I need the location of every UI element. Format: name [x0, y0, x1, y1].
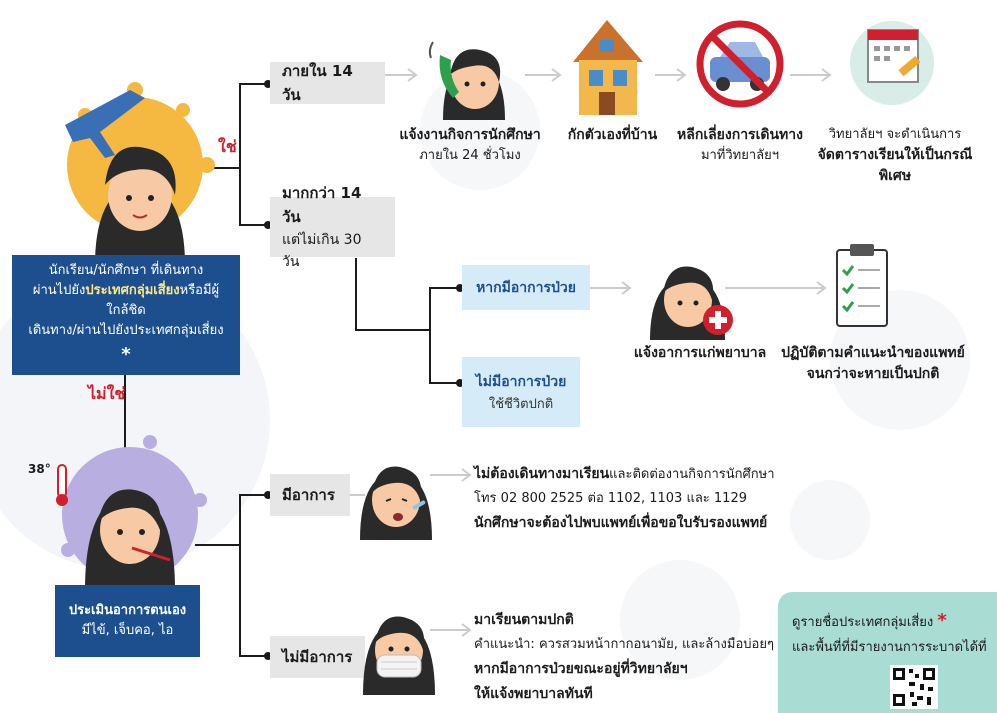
qr-asterisk: * — [937, 610, 947, 631]
no-symptoms-label: ไม่มีอาการ — [282, 648, 353, 666]
masked-person-icon — [355, 595, 443, 695]
step-3-caption: หลีกเลี่ยงการเดินทาง มาที่วิทยาลัยฯ — [670, 125, 810, 166]
symptoms-line-1-bold: ไม่ต้องเดินทางมาเรียน — [474, 466, 610, 482]
no-symptoms-instructions: มาเรียนตามปกติ คำแนะนำ: ควรสวมหน้ากากอนา… — [474, 608, 774, 707]
has-symptoms-label: มีอาการ — [282, 486, 335, 504]
branch-more-than-14-days: มากกว่า 14 วัน แต่ไม่เกิน 30 วัน — [270, 184, 395, 270]
criteria-line-3: เดินทาง/ผ่านไปยังประเทศกลุ่มเสี่ยง * — [22, 321, 230, 369]
self-assessment-sub: มีไข้, เจ็บคอ, ไอ — [81, 623, 174, 638]
step-4-caption: วิทยาลัยฯ จะดำเนินการ จัดตารางเรียนให้เป… — [805, 125, 985, 187]
house-icon — [565, 12, 650, 117]
no-symptoms-line-1-wrap: มาเรียนตามปกติ — [474, 608, 774, 633]
qr-panel-line-2: และพื้นที่ที่มีรายงานการระบาดได้ที่ — [792, 640, 987, 655]
if-sick-box: หากมีอาการป่วย — [462, 265, 590, 310]
if-sick-label: หากมีอาการป่วย — [476, 279, 576, 296]
no-symptoms-line-1: มาเรียนตามปกติ — [474, 612, 574, 628]
step-3-title: หลีกเลี่ยงการเดินทาง — [677, 127, 803, 143]
no-symptoms-line-4-wrap: ให้แจ้งพยาบาลทันที — [474, 682, 774, 707]
criteria-line-1: นักเรียน/นักศึกษา ที่เดินทาง — [48, 262, 204, 278]
step-1-caption: แจ้งงานกิจการนักศึกษา ภายใน 24 ชั่วโมง — [395, 125, 545, 166]
symptoms-line-1: ไม่ต้องเดินทางมาเรียนและติดต่องานกิจการน… — [474, 462, 794, 487]
notify-nurse-caption: แจ้งอาการแก่พยาบาล — [625, 343, 775, 364]
branch-within-14-days: ภายใน 14 วัน — [270, 62, 385, 104]
no-symptoms-line-2: คำแนะนำ: ควรสวมหน้ากากอนามัย, และล้างมือ… — [474, 637, 774, 653]
qr-code[interactable] — [890, 665, 938, 709]
step-1-sub: ภายใน 24 ชั่วโมง — [419, 148, 521, 163]
no-car-icon — [695, 12, 785, 112]
symptoms-line-1-rest: และติดต่องานกิจการนักศึกษา — [609, 467, 775, 482]
criteria-line-2-post: หรือมีผู้ใกล้ชิด — [106, 282, 220, 319]
has-symptoms-box: มีอาการ — [270, 474, 350, 516]
no-symptoms-box: ไม่มีอาการ — [270, 636, 365, 678]
branch-more-sublabel: แต่ไม่เกิน 30 วัน — [282, 232, 362, 270]
no-symptoms-line-3-wrap: หากมีอาการป่วยขณะอยู่ที่วิทยาลัยฯ — [474, 657, 774, 682]
risk-country-text: ประเทศกลุ่มเสี่ยง — [85, 282, 180, 298]
clipboard-checklist-icon — [832, 240, 892, 330]
step-3-sub: มาที่วิทยาลัยฯ — [700, 148, 780, 163]
follow-doctor-line-1: ปฏิบัติตามคำแนะนำของแพทย์ — [781, 345, 965, 361]
no-label: ไม่ใช่ — [88, 384, 126, 403]
yes-label: ใช่ — [218, 137, 237, 156]
branch-more-label: มากกว่า 14 วัน — [282, 184, 362, 226]
criteria-line-2-pre: ผ่านไปยัง — [32, 282, 86, 298]
notify-nurse-text: แจ้งอาการแก่พยาบาล — [633, 345, 767, 361]
symptoms-phone: โทร 02 800 2525 ต่อ 1102, 1103 และ 1129 — [474, 491, 747, 507]
not-sick-label: ไม่มีอาการป่วย — [475, 373, 567, 390]
no-symptoms-line-4: ให้แจ้งพยาบาลทันที — [474, 685, 593, 702]
symptoms-instructions: ไม่ต้องเดินทางมาเรียนและติดต่องานกิจการน… — [474, 462, 794, 536]
not-sick-sub: ใช้ชีวิตปกติ — [488, 396, 554, 412]
step-1-title: แจ้งงานกิจการนักศึกษา — [399, 127, 541, 143]
criteria-line-3-text: เดินทาง/ผ่านไปยังประเทศกลุ่มเสี่ยง — [28, 323, 224, 339]
self-assessment-title: ประเมินอาการตนเอง — [68, 602, 187, 618]
step-4-title: วิทยาลัยฯ จะดำเนินการ — [828, 127, 962, 142]
qr-panel-line-1: ดูรายชื่อประเทศกลุ่มเสี่ยง — [792, 615, 934, 630]
follow-doctor-line-2: จนกว่าจะหายเป็นปกติ — [806, 366, 940, 382]
traveller-criteria-box: นักเรียน/นักศึกษา ที่เดินทาง ผ่านไปยังปร… — [12, 255, 240, 375]
self-assessment-box: ประเมินอาการตนเอง มีไข้, เจ็บคอ, ไอ — [55, 585, 200, 657]
asterisk-mark: * — [121, 344, 131, 366]
not-sick-box: ไม่มีอาการป่วย ใช้ชีวิตปกติ — [462, 357, 580, 427]
qr-info-panel: ดูรายชื่อประเทศกลุ่มเสี่ยง * และพื้นที่ท… — [778, 592, 997, 713]
sick-person-icon — [640, 245, 740, 340]
calendar-icon — [850, 8, 935, 113]
phone-call-icon — [425, 20, 515, 120]
temperature-label: 38° — [28, 462, 51, 476]
follow-doctor-caption: ปฏิบัติตามคำแนะนำของแพทย์ จนกว่าจะหายเป็… — [778, 343, 968, 385]
qr-panel-line-1-wrap: ดูรายชื่อประเทศกลุ่มเสี่ยง * — [792, 610, 947, 632]
no-symptoms-line-3: หากมีอาการป่วยขณะอยู่ที่วิทยาลัยฯ — [474, 660, 688, 677]
criteria-line-2: ผ่านไปยังประเทศกลุ่มเสี่ยงหรือมีผู้ใกล้ช… — [22, 281, 230, 321]
branch-within-label: ภายใน 14 วัน — [282, 62, 353, 104]
coughing-person-icon — [352, 445, 440, 540]
step-2-title: กักตัวเองที่บ้าน — [567, 127, 658, 143]
step-4-sub: จัดตารางเรียนให้เป็นกรณีพิเศษ — [817, 146, 973, 184]
symptoms-line-3: นักศึกษาจะต้องไปพบแพทย์เพื่อขอใบรับรองแพ… — [474, 511, 794, 536]
step-2-caption: กักตัวเองที่บ้าน — [550, 125, 675, 146]
symptoms-line-3-text: นักศึกษาจะต้องไปพบแพทย์เพื่อขอใบรับรองแพ… — [474, 514, 768, 531]
traveller-illustration — [55, 70, 215, 265]
fever-person-illustration — [50, 430, 210, 590]
